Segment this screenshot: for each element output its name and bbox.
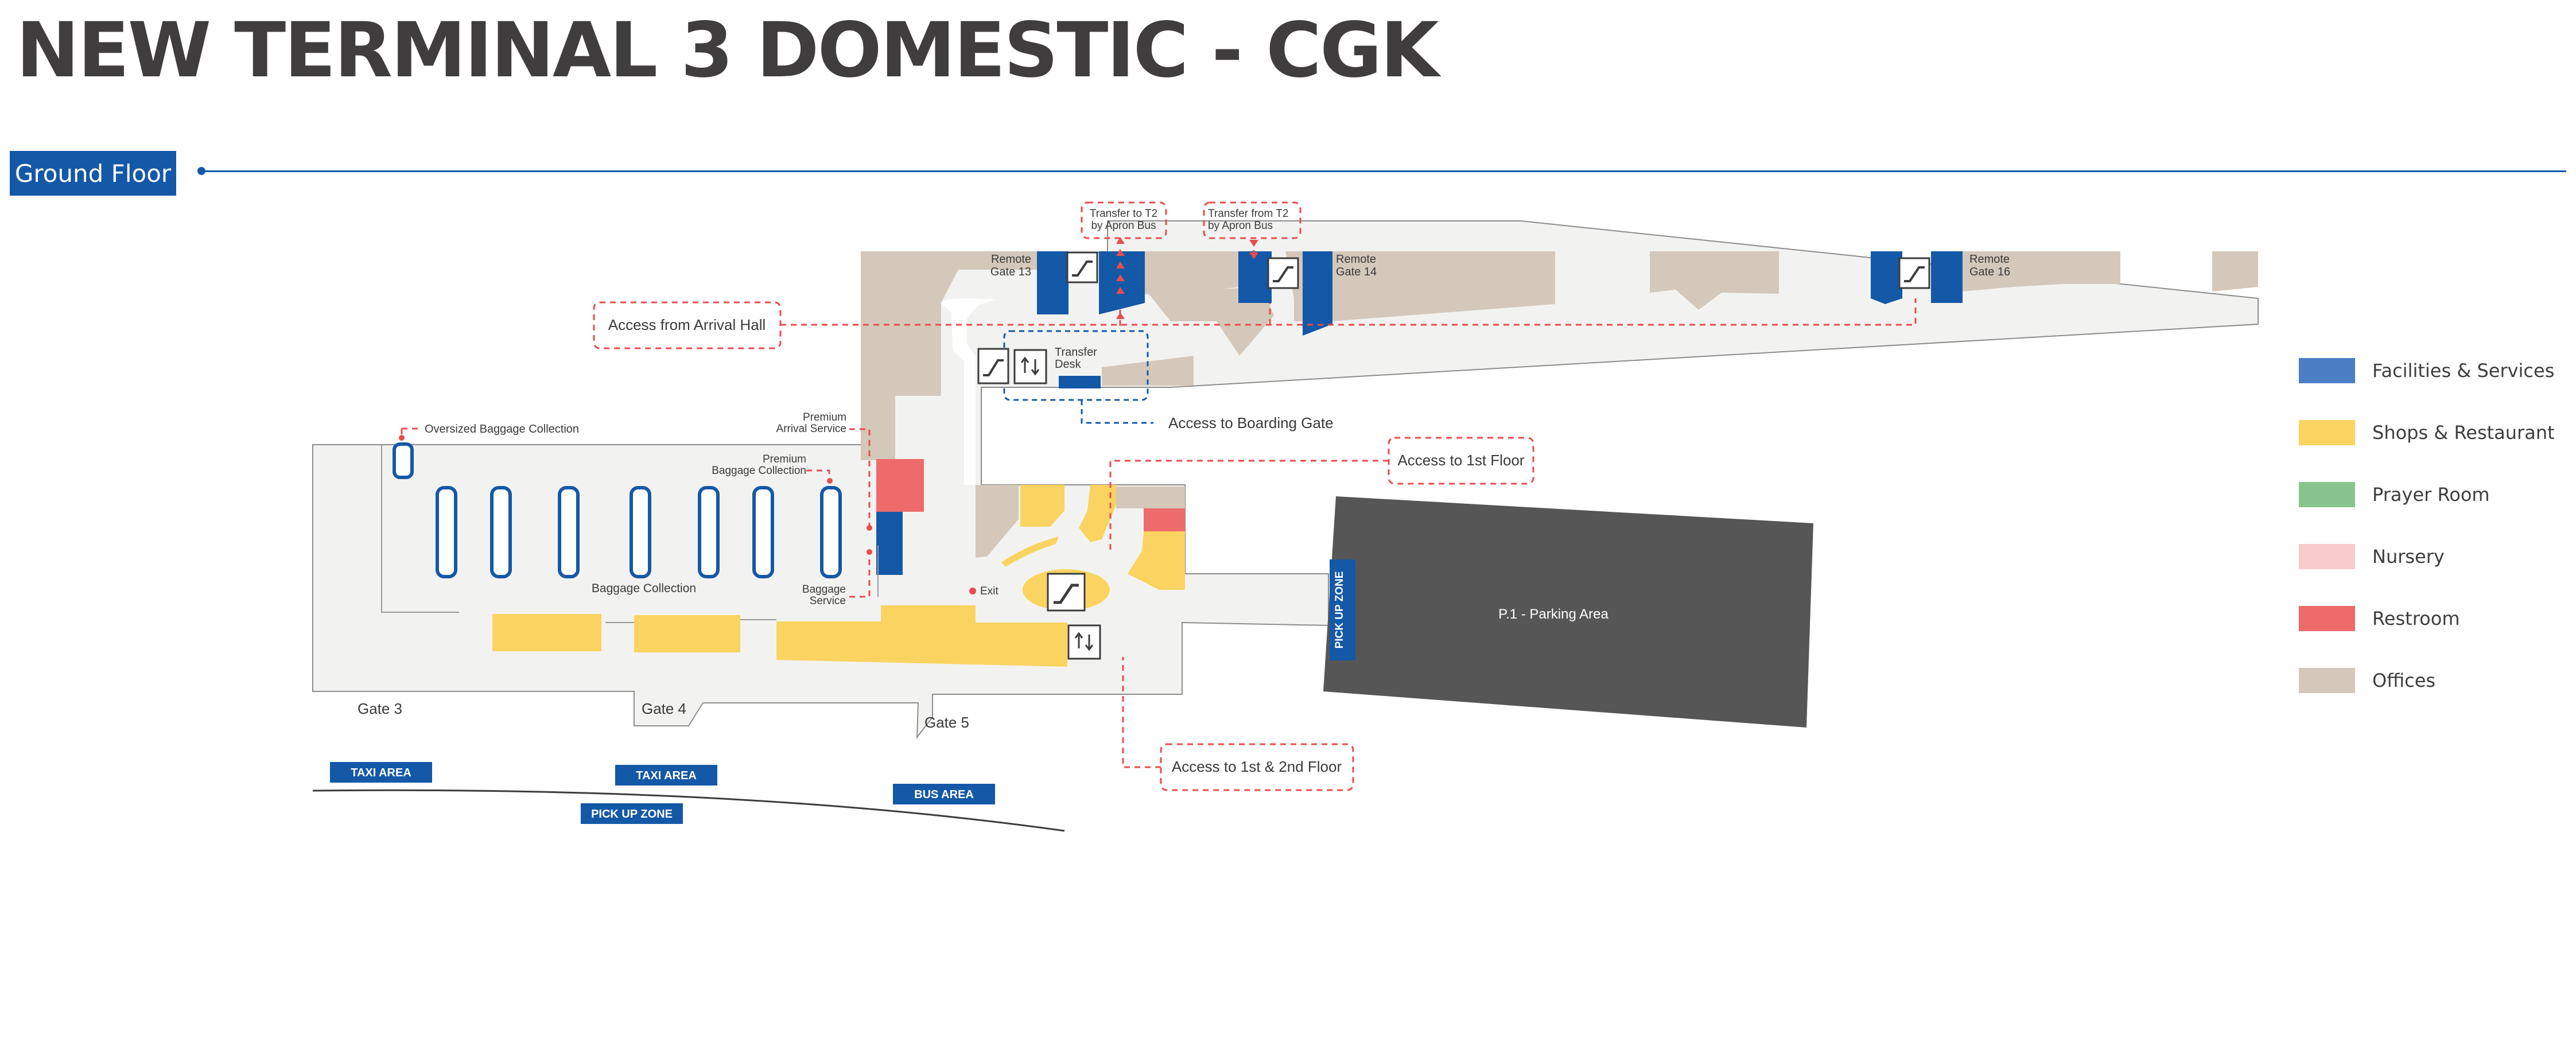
legend-label: Restroom <box>2372 608 2460 629</box>
baggage-collection-label: Baggage Collection <box>592 582 696 595</box>
area-badges <box>330 762 995 824</box>
baggage-hall-outline <box>381 445 879 623</box>
oversized-baggage-label: Oversized Baggage Collection <box>425 423 579 435</box>
taxi-area-2-label: TAXI AREA <box>636 769 697 782</box>
remote-gate-blocks <box>876 251 1963 575</box>
floor-tab-ground-floor[interactable]: Ground Floor <box>10 151 176 196</box>
callout-boxes <box>401 201 1917 791</box>
parking-label: P.1 - Parking Area <box>1498 606 1608 622</box>
legend-label: Offices <box>2372 670 2436 691</box>
floor-divider-dot <box>197 167 205 175</box>
elevator-icon <box>1067 624 1101 660</box>
pick-up-zone-label: PICK UP ZONE <box>591 808 673 821</box>
curved-corridor <box>941 298 996 485</box>
legend-item: Facilities & Services <box>2299 358 2554 383</box>
legend-label: Shops & Restaurant <box>2372 422 2555 444</box>
legend-swatch <box>2299 544 2355 569</box>
legend-swatch <box>2299 668 2355 693</box>
access-arrival-hall-label: Access from Arrival Hall <box>608 316 766 333</box>
gate-4-label: Gate 4 <box>642 700 686 717</box>
shops-bottom <box>492 605 1067 667</box>
legend-label: Facilities & Services <box>2372 360 2555 382</box>
escalator-icon <box>1066 251 1098 283</box>
access-boarding-gate-label: Access to Boarding Gate <box>1168 414 1334 431</box>
gate-3-label: Gate 3 <box>358 700 402 717</box>
access-1st-2nd-floor-label: Access to 1st & 2nd Floor <box>1172 758 1342 775</box>
legend-swatch <box>2299 358 2355 383</box>
gate-5-label: Gate 5 <box>924 714 969 731</box>
pick-up-zone-vertical-label: PICK UP ZONE <box>1334 571 1346 649</box>
office-center-right <box>1116 487 1185 508</box>
taxi-area-1-label: TAXI AREA <box>351 767 411 779</box>
legend-item: Nursery <box>2299 544 2445 569</box>
legend-item: Prayer Room <box>2299 482 2490 507</box>
access-1st-floor-label: Access to 1st Floor <box>1397 452 1524 469</box>
exit-label: Exit <box>980 585 998 597</box>
page-title: NEW TERMINAL 3 DOMESTIC - CGK <box>16 6 1439 95</box>
restroom-arrival <box>876 459 924 512</box>
parking-area <box>1323 496 1813 728</box>
floor-divider <box>202 170 2566 172</box>
escalator-icon <box>977 348 1009 384</box>
baggage-belts <box>393 442 842 578</box>
road-line <box>312 789 1065 832</box>
legend-item: Shops & Restaurant <box>2299 420 2555 445</box>
legend-label: Nursery <box>2372 546 2445 567</box>
pick-up-zone-vertical-badge <box>1330 559 1355 660</box>
elevator-icon <box>1013 349 1047 384</box>
legend-swatch <box>2299 606 2355 631</box>
legend-swatch <box>2299 420 2355 445</box>
legend-swatch <box>2299 482 2355 507</box>
legend-item: Restroom <box>2299 606 2460 631</box>
bus-area-label: BUS AREA <box>914 788 974 801</box>
office-center-left <box>976 485 1019 558</box>
escalator-icon <box>1267 257 1299 289</box>
escalator-icon <box>1047 573 1086 612</box>
terminal-floor <box>312 220 2259 740</box>
restroom-center <box>1144 508 1185 531</box>
legend-label: Prayer Room <box>2372 484 2490 505</box>
escalator-icon <box>1898 257 1930 289</box>
offices-top <box>861 251 2258 460</box>
direction-markers <box>399 237 1258 594</box>
legend-item: Offices <box>2299 668 2435 693</box>
